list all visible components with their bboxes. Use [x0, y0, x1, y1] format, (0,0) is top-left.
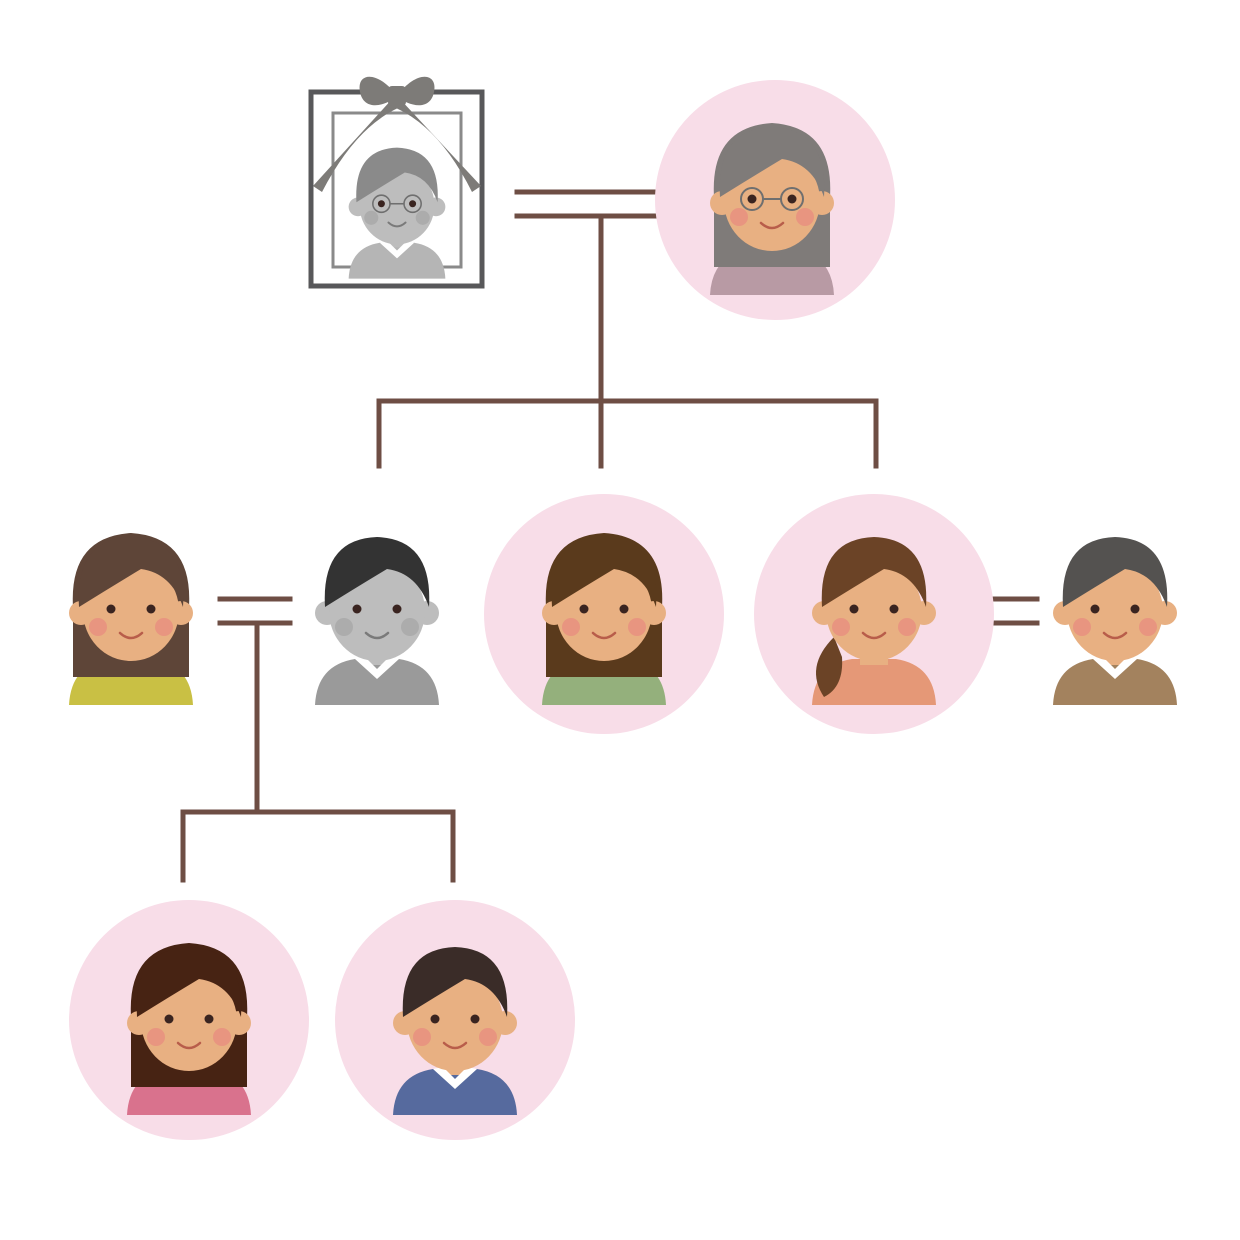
- collar: [433, 1067, 477, 1089]
- smile: [364, 631, 390, 640]
- cheek-left: [335, 618, 353, 636]
- avatar-younger-daughter: [812, 537, 936, 705]
- cheek-left: [413, 1028, 431, 1046]
- avatar-son-in-law: [1053, 537, 1177, 705]
- smile: [442, 1041, 468, 1050]
- cheek-right: [1139, 618, 1157, 636]
- avatar-grandmother: [710, 123, 834, 295]
- eye-right: [146, 604, 156, 614]
- cheek-left: [832, 618, 850, 636]
- hair-front: [402, 947, 508, 1017]
- eye-left: [164, 1014, 174, 1024]
- eye-right: [619, 604, 629, 614]
- smile: [591, 631, 617, 640]
- eye-left: [106, 604, 116, 614]
- collar: [1093, 657, 1137, 679]
- eye-left: [747, 194, 757, 204]
- shirt: [348, 242, 446, 279]
- eye-left: [377, 200, 385, 208]
- smile: [387, 221, 407, 228]
- smile: [176, 1041, 202, 1050]
- smile: [759, 221, 785, 230]
- cheek-left: [562, 618, 580, 636]
- hair-front: [324, 537, 430, 607]
- smile: [118, 631, 144, 640]
- eye-right: [392, 604, 402, 614]
- eye-right: [889, 604, 899, 614]
- hair-front: [1062, 537, 1168, 607]
- cheek-right: [479, 1028, 497, 1046]
- eye-left: [849, 604, 859, 614]
- hair-front: [719, 127, 825, 197]
- cheek-left: [364, 210, 379, 225]
- shirt: [1053, 659, 1177, 705]
- eye-left: [579, 604, 589, 614]
- cheek-right: [628, 618, 646, 636]
- eye-left: [430, 1014, 440, 1024]
- eye-right: [787, 194, 797, 204]
- eye-right: [409, 200, 417, 208]
- avatar-deceased-grandfather: [348, 147, 446, 279]
- ponytail: [816, 637, 843, 697]
- shirt: [315, 659, 439, 705]
- collar: [379, 241, 415, 259]
- eye-left: [1090, 604, 1100, 614]
- cheek-left: [89, 618, 107, 636]
- cheek-left: [1073, 618, 1091, 636]
- cheek-right: [401, 618, 419, 636]
- eye-right: [470, 1014, 480, 1024]
- cheek-right: [796, 208, 814, 226]
- cheek-right: [155, 618, 173, 636]
- avatar-daughter-in-law: [69, 533, 193, 705]
- cheek-left: [730, 208, 748, 226]
- people-layer: [69, 123, 1177, 1115]
- connector-lines: [180, 189, 1040, 883]
- eye-right: [204, 1014, 214, 1024]
- mourning-ribbon: [313, 76, 481, 192]
- hair-front: [78, 537, 184, 607]
- hair-front: [136, 947, 242, 1017]
- smile: [1102, 631, 1128, 640]
- smile: [861, 631, 887, 640]
- collar: [355, 657, 399, 679]
- shirt: [812, 659, 936, 705]
- cheek-right: [898, 618, 916, 636]
- cheek-right: [213, 1028, 231, 1046]
- avatar-grandson: [393, 947, 517, 1115]
- hair-front: [356, 147, 438, 203]
- eye-right: [1130, 604, 1140, 614]
- avatar-granddaughter: [127, 943, 251, 1115]
- hair-front: [821, 537, 927, 607]
- eye-left: [352, 604, 362, 614]
- cheek-left: [147, 1028, 165, 1046]
- cheek-right: [415, 210, 430, 225]
- shirt: [393, 1069, 517, 1115]
- avatar-deceased-son: [315, 537, 439, 705]
- avatar-daughter: [542, 533, 666, 705]
- hair-front: [551, 537, 657, 607]
